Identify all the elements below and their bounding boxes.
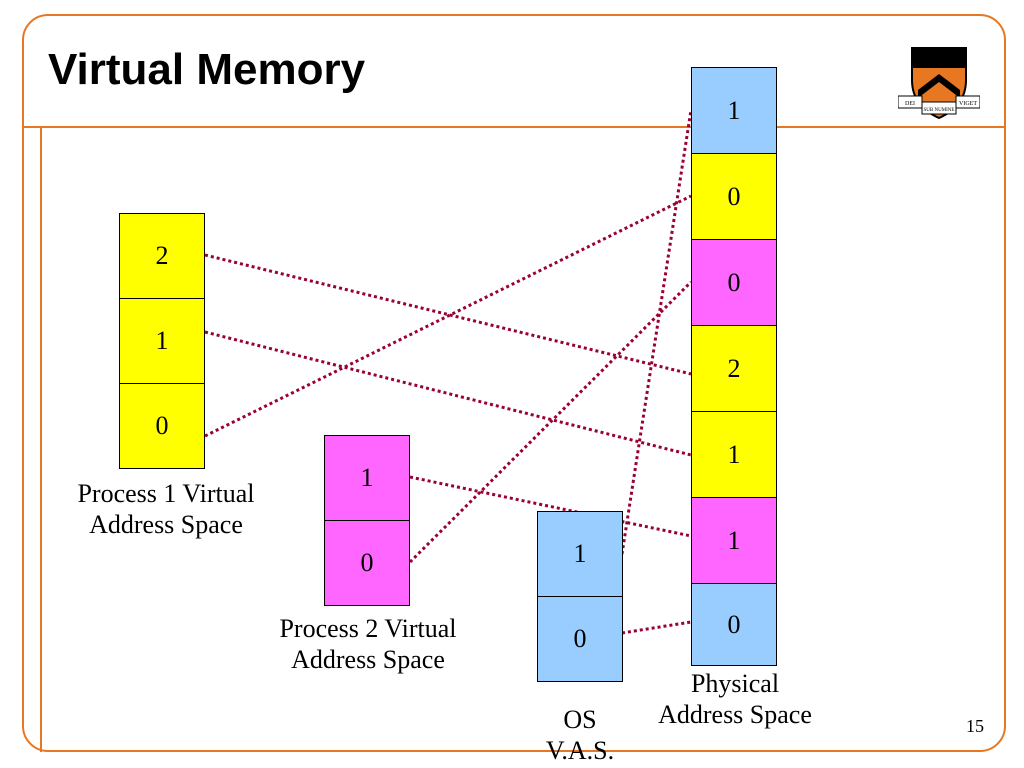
mapping-p2-page0 xyxy=(408,280,693,564)
page-number: 15 xyxy=(966,716,984,736)
physical-frame-3: 2 xyxy=(691,325,777,412)
mapping-p1-page0 xyxy=(204,194,692,438)
os-page-0: 0 xyxy=(537,596,623,682)
physical-frame-2: 1 xyxy=(691,411,777,498)
process1-caption: Process 1 Virtual Address Space xyxy=(46,478,286,540)
physical-frame-6: 1 xyxy=(691,67,777,154)
physical-caption-line1: Physical xyxy=(690,669,780,698)
motto-left: DEI xyxy=(905,101,915,107)
slide-title: Virtual Memory xyxy=(48,45,366,94)
process1-page-2: 2 xyxy=(119,213,205,299)
process1-caption-line1: Process 1 Virtual xyxy=(77,479,255,508)
mapping-p1-page2 xyxy=(204,253,692,376)
process1-page-1: 1 xyxy=(119,298,205,384)
process2-caption-line1: Process 2 Virtual xyxy=(279,614,457,643)
title-divider xyxy=(22,126,1006,128)
process1-page-0: 0 xyxy=(119,383,205,469)
process2-page-1: 1 xyxy=(324,435,410,521)
slide-frame xyxy=(22,14,1006,752)
mapping-os-page1 xyxy=(620,109,693,555)
physical-frame-0: 0 xyxy=(691,583,777,666)
mapping-os-page0 xyxy=(621,620,692,635)
os-page-1: 1 xyxy=(537,511,623,597)
os-caption-line2: V.A.S. xyxy=(545,736,615,766)
mapping-p1-page1 xyxy=(204,330,692,457)
physical-frame-5: 0 xyxy=(691,153,777,240)
process2-caption-line2: Address Space xyxy=(291,645,445,675)
os-caption: OS V.A.S. xyxy=(510,704,650,766)
physical-caption-line2: Address Space xyxy=(658,700,812,730)
motto-right: VIGET xyxy=(959,101,977,107)
physical-frame-1: 1 xyxy=(691,497,777,584)
process1-caption-line2: Address Space xyxy=(89,510,243,540)
side-divider xyxy=(40,126,42,752)
physical-frame-4: 0 xyxy=(691,239,777,326)
process2-page-0: 0 xyxy=(324,520,410,606)
process2-caption: Process 2 Virtual Address Space xyxy=(246,613,490,675)
princeton-shield-icon: DEI SUB NUMINE VIGET xyxy=(897,30,981,122)
os-caption-line1: OS xyxy=(563,705,597,734)
physical-caption: Physical Address Space xyxy=(630,668,840,731)
motto-center: SUB NUMINE xyxy=(924,108,955,113)
